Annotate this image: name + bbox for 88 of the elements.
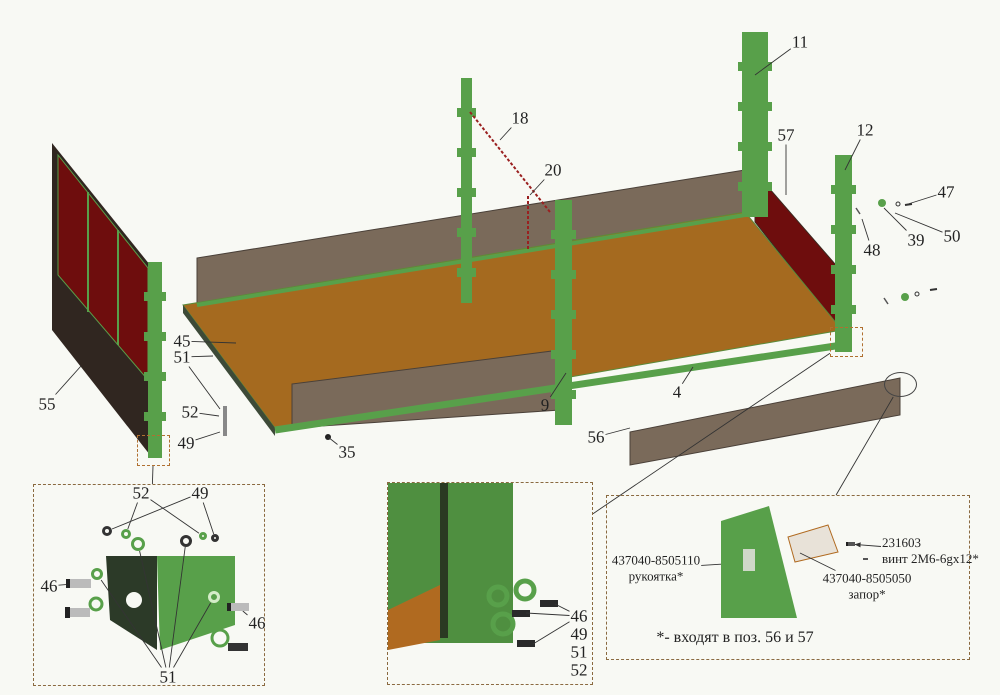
leader-line: [550, 372, 566, 398]
callout-number: 56: [586, 428, 606, 446]
leader-line: [682, 366, 694, 384]
connector-line: [242, 610, 248, 616]
connector-line: [173, 602, 212, 668]
connector-line: [202, 502, 214, 534]
connector-line: [836, 396, 894, 496]
leader-line: [199, 412, 220, 416]
callout-number: 12: [856, 120, 874, 140]
connector-line: [112, 496, 191, 530]
callout-number: 57: [776, 126, 796, 144]
part-number: 437040-8505050: [822, 572, 912, 584]
callout-number: 55: [38, 394, 56, 414]
connector-line: [854, 542, 882, 548]
leader-line: [530, 179, 545, 196]
washer: [121, 529, 131, 539]
callout-number: 52: [132, 484, 150, 502]
footnote-text: *- входят в поз. 56 и 57: [655, 629, 815, 647]
part-name: рукоятка*: [628, 570, 684, 582]
connector-line: [58, 584, 66, 586]
leader-line: [526, 612, 570, 616]
callout-number: 4: [672, 382, 682, 402]
callout-number: 52: [570, 660, 588, 680]
connector-line: [139, 550, 166, 668]
detail-marker-frame: [137, 435, 170, 466]
leader-line: [55, 366, 82, 395]
callout-number: 51: [570, 642, 588, 662]
handle-drawing: [721, 506, 797, 618]
part-number: 437040-8505110: [612, 554, 700, 566]
connector-line: [168, 546, 186, 668]
connector-line: [700, 564, 722, 566]
leader-line: [894, 212, 943, 233]
callout-number: 35: [338, 442, 356, 462]
part-number: 231603: [882, 536, 922, 549]
screw: [846, 542, 855, 546]
callout-number: 45: [172, 332, 192, 350]
detail-marker-frame: [830, 327, 863, 357]
leader-line: [862, 218, 870, 241]
callout-number: 49: [190, 484, 210, 502]
connector-line: [127, 502, 138, 530]
washer: [180, 535, 192, 547]
callout-number: 49: [570, 624, 588, 644]
washer: [102, 526, 112, 536]
callout-number: 48: [862, 240, 882, 260]
leader-line: [188, 366, 220, 410]
leader-line: [191, 356, 214, 358]
washer: [199, 532, 207, 540]
connector-line: [592, 352, 830, 514]
leader-line: [884, 208, 907, 231]
leader-line: [195, 432, 220, 440]
connector-line: [150, 499, 200, 534]
callout-number: 18: [510, 108, 530, 128]
callout-number: 46: [40, 576, 58, 596]
bolt: [66, 579, 91, 588]
part-name: запор*: [847, 588, 887, 600]
callout-number: 50: [942, 226, 962, 246]
callout-number: 46: [570, 606, 588, 626]
leader-line: [500, 127, 512, 140]
callout-number: 39: [906, 230, 926, 250]
leader-line: [754, 48, 792, 76]
callout-number: 20: [544, 160, 562, 180]
detail-marker-ellipse: [884, 372, 917, 397]
callout-number: 49: [176, 434, 196, 452]
leader-line: [844, 139, 861, 170]
detail-inset-frame: [387, 482, 593, 685]
connector-line: [152, 466, 154, 484]
leader-line: [328, 436, 338, 445]
part-name: винт 2М6-6gx12*: [882, 552, 979, 565]
washer: [211, 534, 219, 542]
washer: [208, 591, 220, 603]
leader-line: [554, 604, 570, 612]
leader-line: [191, 340, 236, 344]
bolt: [227, 603, 249, 611]
leader-line: [800, 552, 836, 571]
leader-line: [532, 621, 570, 644]
callout-number: 51: [172, 348, 192, 366]
connector-line: [100, 580, 162, 668]
callout-number: 11: [790, 32, 810, 52]
callout-number: 9: [540, 396, 550, 414]
leader-line: [904, 194, 937, 206]
callout-number: 51: [158, 668, 178, 686]
callout-number: 52: [180, 402, 200, 422]
callout-number: 46: [248, 614, 266, 632]
washer: [131, 537, 145, 551]
leader-line: [605, 428, 630, 435]
callout-number: 47: [936, 182, 956, 202]
detail-inset-frame: [33, 484, 265, 686]
washer: [91, 568, 103, 580]
